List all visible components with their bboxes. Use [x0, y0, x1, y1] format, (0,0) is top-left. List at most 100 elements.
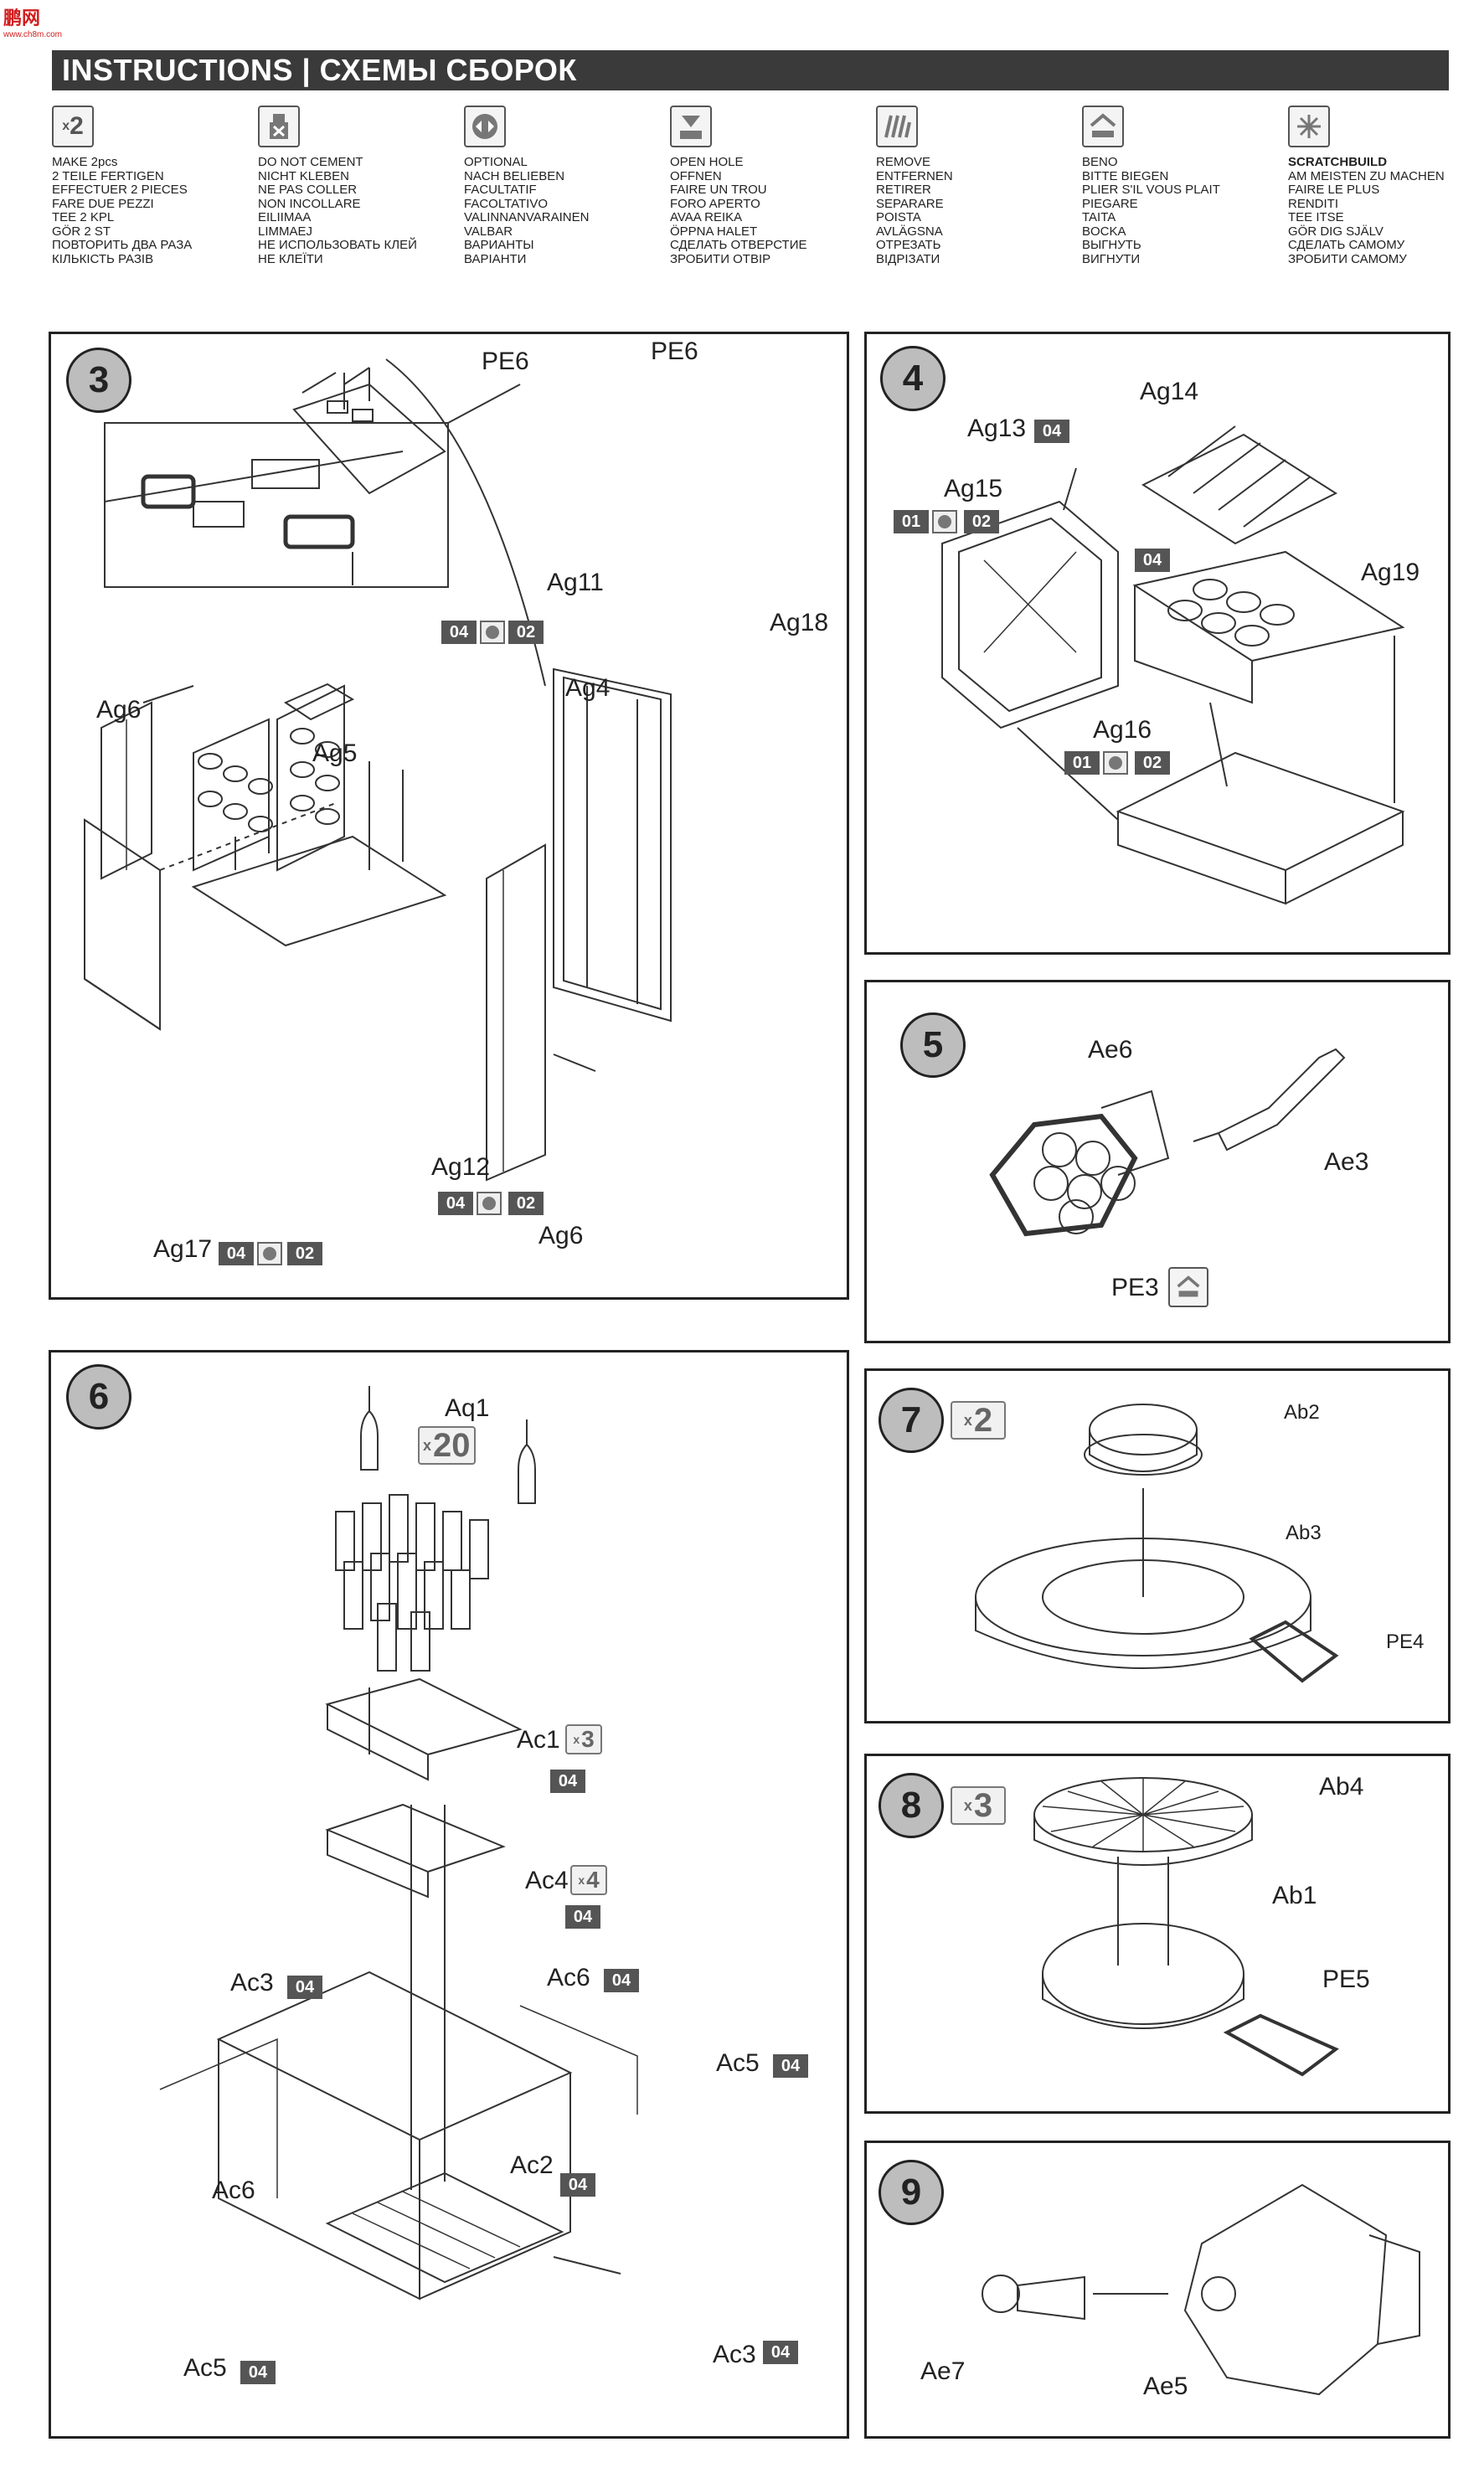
x2-icon: xx22 [52, 106, 94, 147]
step-8-illustration [1033, 1777, 1339, 2077]
step-3-tag-02-a: 02 [508, 621, 544, 644]
optional-icon [480, 621, 505, 644]
step-6-tag-04-c: 04 [287, 1976, 322, 1999]
bend-icon [1082, 106, 1124, 147]
watermark-logo: 鹏网 www.ch8m.com [3, 8, 63, 39]
step-9-label-ae7: Ae7 [920, 2357, 966, 2385]
step-4-tag-02-b: 02 [1135, 751, 1170, 775]
step-3-panel: 3 PE6 PE6 Ag11 04 02 Ag18 Ag6 Ag4 Ag5 Ag… [49, 332, 849, 1300]
step-6-label-ac2: Ac2 [510, 2151, 554, 2179]
step-3-illustration [84, 358, 672, 1182]
step-4-label-ag16: Ag16 [1093, 716, 1152, 744]
step-5-label-ae6: Ae6 [1088, 1036, 1133, 1064]
optional-icon [257, 1242, 282, 1265]
step-6-label-ac5-bottom: Ac5 [183, 2354, 227, 2382]
optional-icon [464, 106, 506, 147]
step-6-tag-04-g: 04 [240, 2361, 276, 2384]
step-7-label-pe4: PE4 [1386, 1631, 1425, 1653]
step-3-tag-04-c: 04 [219, 1242, 254, 1265]
step-5-label-ae3: Ae3 [1324, 1148, 1369, 1176]
step-4-tag-01-b: 01 [1064, 751, 1100, 775]
step-6-tag-04-a: 04 [550, 1770, 585, 1793]
step-5-panel: 5 Ae6 Ae3 PE3 [864, 980, 1451, 1343]
step-3-label-ag6-right: Ag6 [538, 1222, 584, 1249]
step-3-label-ag6-left: Ag6 [96, 696, 142, 724]
step-3-label-ag17: Ag17 [153, 1235, 213, 1263]
step-4-illustration [941, 425, 1405, 905]
step-3-tag-04-a: 04 [441, 621, 477, 644]
step-7-number: 7 [879, 1388, 944, 1453]
optional-icon [1103, 751, 1128, 775]
step-6-label-ac5-right: Ac5 [716, 2049, 760, 2077]
step-6-label-aq1: Aq1 [445, 1394, 490, 1422]
step-7-label-ab2: Ab2 [1284, 1401, 1320, 1424]
step-6-label-ac1: Ac1 [517, 1726, 560, 1754]
step-4-tag-04-b: 04 [1135, 549, 1170, 572]
step-6-label-ac4: Ac4 [525, 1867, 569, 1894]
step-3-label-ag12: Ag12 [431, 1153, 491, 1181]
step-6-tag-04-e: 04 [773, 2054, 808, 2078]
step-3-label-ag11: Ag11 [547, 569, 604, 596]
step-7-label-ab3: Ab3 [1286, 1522, 1322, 1544]
step-8-label-pe5: PE5 [1322, 1966, 1370, 1993]
step-6-tag-04-d: 04 [604, 1969, 639, 1992]
step-3-tag-02-c: 02 [287, 1242, 322, 1265]
bend-icon [1168, 1267, 1208, 1307]
step-6-label-ac6-top: Ac6 [547, 1964, 590, 1991]
step-3-label-pe6-left: PE6 [482, 348, 529, 375]
step-8-label-ab1: Ab1 [1272, 1882, 1317, 1909]
step-3-label-ag4: Ag4 [565, 674, 611, 702]
step-6-label-ac3-bottom: Ac3 [713, 2341, 756, 2368]
step-4-label-ag19: Ag19 [1361, 559, 1420, 586]
step-9-label-ae5: Ae5 [1143, 2373, 1188, 2400]
remove-icon [876, 106, 918, 147]
scratchbuild-icon [1288, 106, 1330, 147]
step-9-panel: 9 Ae7 Ae5 [864, 2141, 1451, 2439]
step-6-illustration [159, 1386, 638, 2300]
step-5-label-pe3: PE3 [1111, 1274, 1159, 1301]
step-6-label-ac3-top: Ac3 [230, 1969, 274, 1996]
no-cement-icon [258, 106, 300, 147]
step-4-tag-04-a: 04 [1034, 420, 1069, 443]
step-4-tag-02-a: 02 [964, 510, 999, 533]
step-6-tag-04-b: 04 [565, 1905, 600, 1929]
step-4-label-ag15: Ag15 [944, 475, 1003, 502]
step-4-label-ag14: Ag14 [1140, 378, 1199, 405]
step-4-number: 4 [880, 346, 946, 411]
step-5-illustration [989, 1048, 1346, 1237]
open-hole-icon [670, 106, 712, 147]
step-3-number: 3 [66, 348, 131, 413]
step-6-tag-04-f: 04 [560, 2173, 595, 2197]
step-3-label-ag5: Ag5 [312, 739, 358, 767]
step-5-number: 5 [900, 1012, 966, 1078]
optional-icon [932, 510, 957, 533]
step-7-illustration [975, 1404, 1339, 1683]
step-3-label-pe6-right: PE6 [651, 337, 698, 365]
step-9-illustration [982, 2183, 1420, 2396]
step-3-tag-04-b: 04 [438, 1192, 473, 1215]
step-6-tag-04-h: 04 [763, 2341, 798, 2364]
step-6-number: 6 [66, 1364, 131, 1430]
step-8-number: 8 [879, 1773, 944, 1838]
step-3-tag-02-b: 02 [508, 1192, 544, 1215]
step-8-label-ab4: Ab4 [1319, 1773, 1364, 1801]
optional-icon [477, 1192, 502, 1215]
step-6-label-ac6-bottom: Ac6 [212, 2177, 255, 2204]
step-3-label-ag18: Ag18 [770, 609, 829, 636]
step-4-tag-01-a: 01 [894, 510, 929, 533]
